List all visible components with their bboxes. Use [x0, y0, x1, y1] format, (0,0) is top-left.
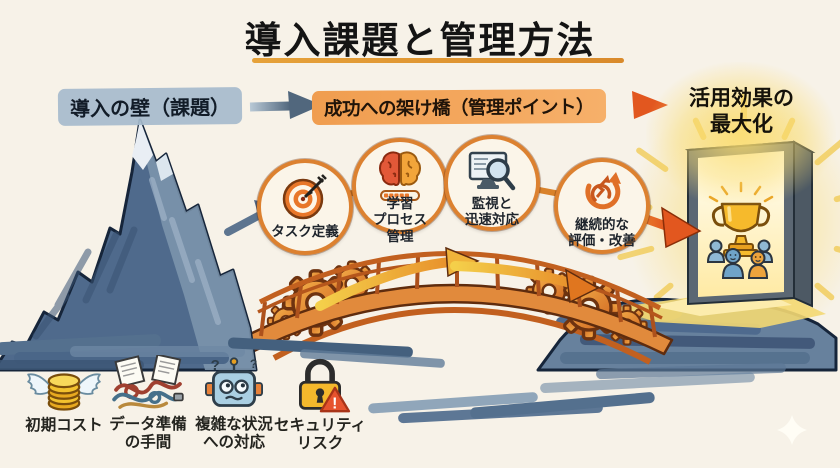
target-icon: [282, 174, 327, 220]
winged-coins-icon: [27, 373, 101, 411]
mountain-illustration: [0, 118, 445, 372]
management-point-task-definition: タスク定義: [257, 159, 353, 255]
challenge-complex-situations: ? ? 複雑な状況 への対応: [180, 355, 288, 452]
goal-line-2: 最大化: [710, 113, 773, 137]
challenge-label-line: セキュリティ: [273, 417, 367, 434]
challenge-label: 複雑な状況 への対応: [180, 416, 288, 452]
management-point-learning-process: 学習 プロセス 管理: [352, 138, 448, 244]
challenge-data-preparation: データ準備 の手間: [96, 355, 200, 452]
challenge-label-line: 複雑な状況: [195, 416, 273, 433]
question-mark-glyph: ?: [211, 357, 220, 374]
challenge-label-line: への対応: [202, 433, 265, 451]
node-label: 学習 プロセス 管理: [345, 196, 455, 245]
exclamation-glyph: !: [332, 395, 337, 412]
goal-label: 活用効果の 最大化: [664, 86, 819, 139]
challenge-label: セキュリティ リスク: [268, 417, 372, 453]
management-point-monitoring: 監視と 迅速対応: [444, 135, 540, 231]
brain-icon: [379, 151, 421, 201]
title-underline: [252, 58, 624, 63]
monitor-icon: [468, 151, 516, 191]
bridge-label: 成功への架け橋（管理ポイント）: [311, 88, 607, 126]
challenge-label: データ準備 の手間: [96, 416, 200, 452]
node-label: 監視と 迅速対応: [437, 196, 547, 229]
bridge-illustration: [244, 246, 674, 365]
node-label-line: プロセス: [373, 212, 427, 228]
sparkle-icon: [777, 415, 807, 445]
goal-glow: [646, 62, 836, 207]
people-icons: [706, 239, 774, 279]
question-mark-glyph: ?: [250, 357, 257, 371]
node-label-line: 継続的な: [575, 217, 629, 232]
page-title: 導入課題と管理方法: [244, 20, 596, 61]
problem-label: 導入の壁（課題）: [57, 87, 243, 126]
node-label: 継続的な 評価・改善: [547, 217, 657, 250]
challenge-security-risk: ! セキュリティ リスク: [268, 358, 372, 453]
challenge-label: 初期コスト: [25, 417, 103, 434]
flow-arrow-problem-to-bridge: [249, 91, 322, 119]
node-label-line: 迅速対応: [465, 212, 519, 228]
cycle-icon: [585, 172, 621, 210]
goal-line-1: 活用効果の: [689, 87, 794, 110]
hill-illustration: [368, 296, 838, 424]
bridge-deck-arrows: [315, 246, 600, 311]
node-label-line: 管理: [386, 228, 414, 244]
node-label-line: 監視と: [471, 196, 513, 211]
lock-warning-icon: !: [299, 358, 351, 412]
tangled-wires-icon: [112, 355, 184, 409]
node-label-line: 評価・改善: [568, 233, 636, 249]
management-point-continuous-improvement: 継続的な 評価・改善: [554, 158, 650, 254]
node-label-line: 学習: [386, 196, 414, 211]
challenge-label-line: の手間: [124, 433, 172, 451]
robot-icon: ? ?: [205, 357, 263, 407]
node-label: タスク定義: [271, 224, 339, 239]
challenge-initial-cost: 初期コスト: [8, 362, 120, 435]
challenge-label-line: データ準備: [109, 416, 187, 433]
challenge-label-line: リスク: [296, 434, 344, 452]
